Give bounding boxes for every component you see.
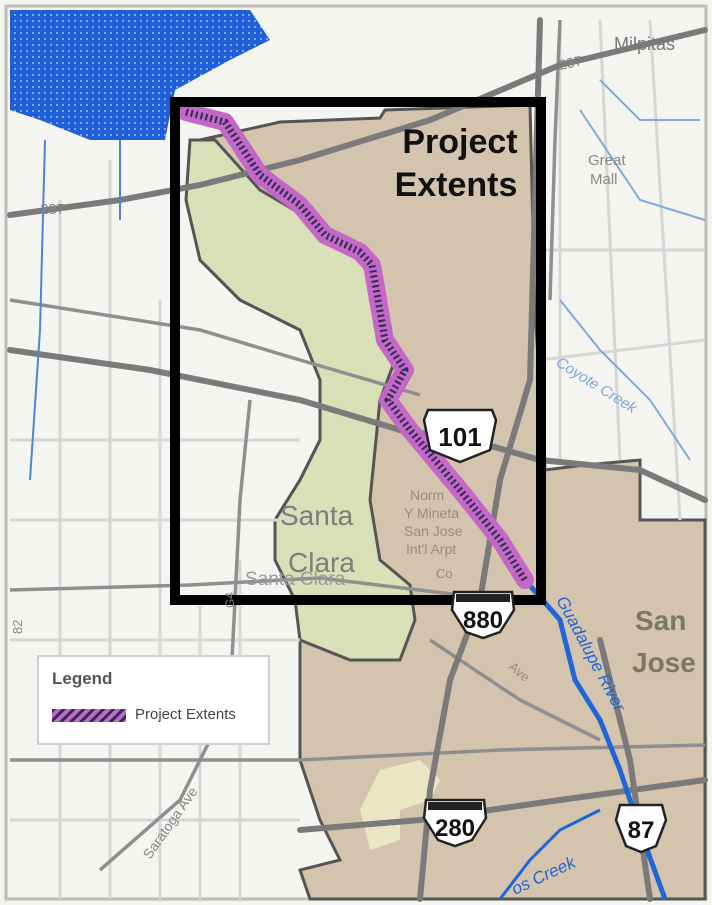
label-santa-clara-2: Clara bbox=[288, 547, 355, 578]
legend-item-project-extents: Project Extents bbox=[135, 706, 236, 723]
salt-ponds bbox=[10, 10, 270, 140]
shield-i880[interactable]: 880 bbox=[450, 590, 516, 640]
legend-title: Legend bbox=[52, 669, 113, 688]
label-great-mall-2: Mall bbox=[590, 171, 618, 188]
shield-ca87-number: 87 bbox=[628, 817, 655, 844]
label-san-jose: San bbox=[635, 605, 686, 636]
label-airport-4: Int'l Arpt bbox=[406, 541, 456, 557]
shield-ca87[interactable]: 87 bbox=[614, 803, 668, 854]
label-airport-1: Norm bbox=[410, 487, 444, 503]
label-airport-3: San Jose bbox=[404, 523, 463, 539]
label-santa-clara: Santa bbox=[280, 500, 354, 531]
label-road-237-west: 237 bbox=[40, 201, 65, 218]
project-extents-line[interactable] bbox=[177, 103, 534, 589]
label-san-jose-2: Jose bbox=[632, 647, 696, 678]
project-extents-title: Project bbox=[402, 123, 517, 161]
label-road-237-east: 237 bbox=[557, 52, 583, 73]
shield-i280[interactable]: 280 bbox=[422, 798, 488, 848]
project-extents-title-2: Extents bbox=[395, 166, 518, 204]
label-airport-2: Y Mineta bbox=[404, 505, 459, 521]
legend-box: Legend Project Extents bbox=[37, 655, 270, 745]
park-area bbox=[360, 760, 440, 850]
label-santa-clara-street: Santa Clara bbox=[245, 569, 346, 590]
coyote-creek bbox=[559, 299, 691, 461]
label-milpitas: Milpitas bbox=[614, 34, 675, 54]
highway-87 bbox=[597, 637, 653, 902]
shield-i880-number: 880 bbox=[463, 607, 503, 634]
shield-us101-number: 101 bbox=[438, 422, 481, 452]
los-gatos-creek bbox=[498, 808, 601, 900]
project-extents-box bbox=[170, 97, 546, 605]
label-road-g4: G4 bbox=[223, 592, 237, 608]
legend-swatch-project-extents bbox=[52, 709, 126, 722]
label-great-mall: Great bbox=[588, 152, 626, 169]
label-road-82: 82 bbox=[10, 620, 25, 634]
shield-i280-number: 280 bbox=[435, 815, 475, 842]
label-coleman-ave: Co bbox=[436, 566, 453, 581]
shield-us101[interactable]: 101 bbox=[422, 408, 498, 464]
